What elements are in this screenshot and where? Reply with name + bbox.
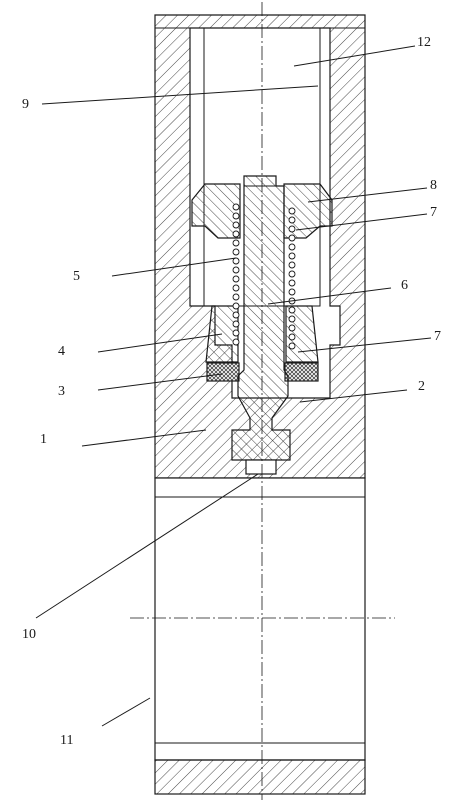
leader-6 [267,287,392,305]
leader-2 [299,389,408,403]
leader-4 [97,333,223,353]
leader-11 [101,697,151,727]
callout-8: 8 [430,178,437,193]
callout-2: 2 [418,379,425,394]
outlet-nozzle [245,459,277,475]
callout-7-upper: 7 [430,205,437,220]
leader-7b [297,337,432,353]
callout-5: 5 [73,269,80,284]
leader-lines [35,45,432,727]
callout-1: 1 [40,432,47,447]
lower-chamber [154,477,366,761]
callout-9: 9 [22,97,29,112]
callout-7-lower: 7 [434,329,441,344]
leader-12 [293,45,416,67]
leader-9 [41,85,319,105]
leader-10 [35,473,259,619]
nut-left [191,183,241,239]
callout-4: 4 [58,344,65,359]
callout-12: 12 [417,35,431,50]
centerlines [130,2,395,800]
leader-7a [295,213,428,231]
leader-5 [111,257,237,277]
leader-1 [81,429,207,447]
valve-stem [231,175,291,461]
bottom-plate [154,759,366,795]
seal-gasket [206,362,319,382]
callout-6: 6 [401,278,408,293]
callout-11: 11 [60,733,74,748]
callout-10: 10 [22,627,36,642]
leader-8 [307,187,428,203]
coil-spring [232,203,296,350]
leader-3 [97,373,223,391]
callout-3: 3 [58,384,65,399]
